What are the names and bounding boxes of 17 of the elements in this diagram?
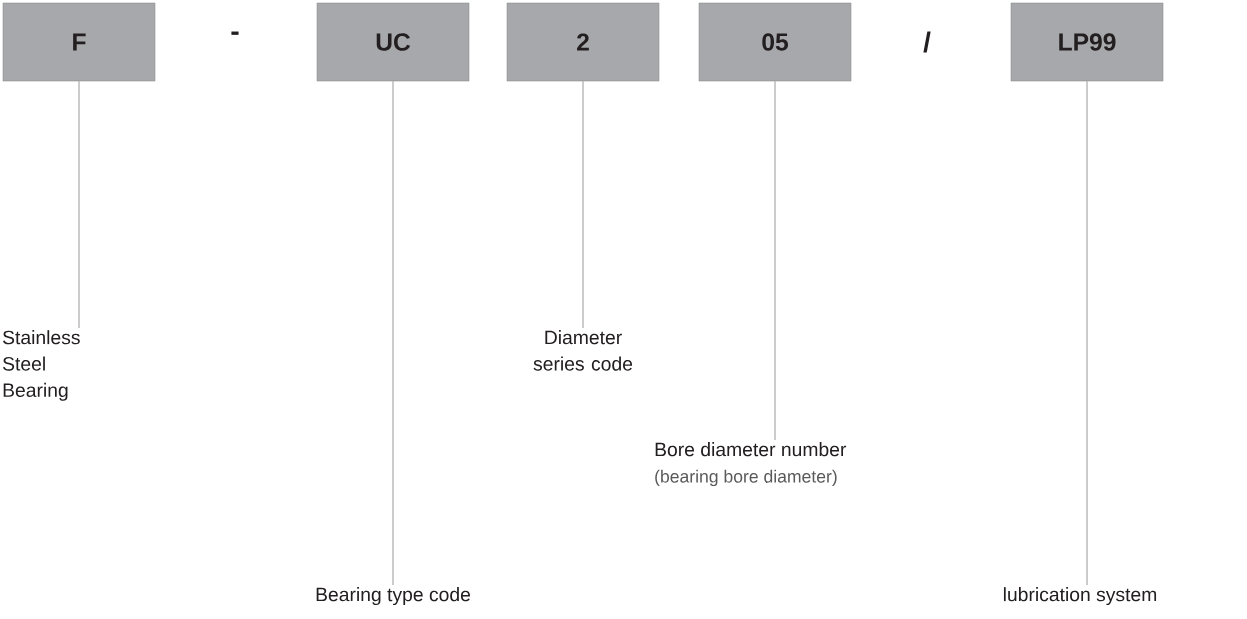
leader-line	[78, 80, 80, 329]
part-description: lubrication system	[1003, 587, 1157, 606]
separator-symbol: /	[923, 31, 931, 53]
code-box: F	[2, 2, 156, 82]
separator-symbol: -	[231, 31, 239, 35]
code-box: 05	[698, 2, 852, 82]
leader-line	[1086, 80, 1088, 586]
part-description: Bore diameter number (bearing bore diameter)	[655, 442, 847, 487]
code-box: 2	[506, 2, 660, 82]
code-box: UC	[316, 2, 470, 82]
part-description: Stainless Steel Bearing	[3, 330, 80, 401]
leader-line	[774, 80, 776, 441]
leader-line	[582, 80, 584, 329]
leader-line	[392, 80, 394, 586]
part-description: Diameter series code	[533, 330, 633, 371]
code-box: LP99	[1010, 2, 1164, 82]
part-description: Bearing type code	[316, 587, 470, 606]
